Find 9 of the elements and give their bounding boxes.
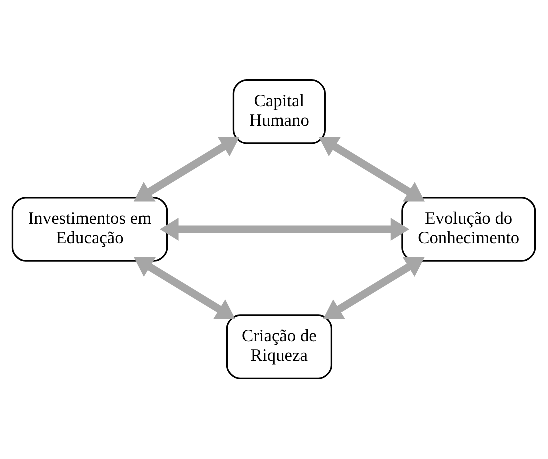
node-box: Criação de Riqueza [226, 314, 333, 380]
node-box: Evolução do Conhecimento [402, 197, 536, 262]
arrow [319, 137, 426, 202]
arrow [134, 257, 236, 320]
node-box: Capital Humano [232, 80, 326, 144]
arrow [323, 257, 425, 320]
arrow [160, 218, 410, 241]
arrow [134, 137, 240, 202]
node-box: Investimentos em Educação [12, 197, 168, 262]
